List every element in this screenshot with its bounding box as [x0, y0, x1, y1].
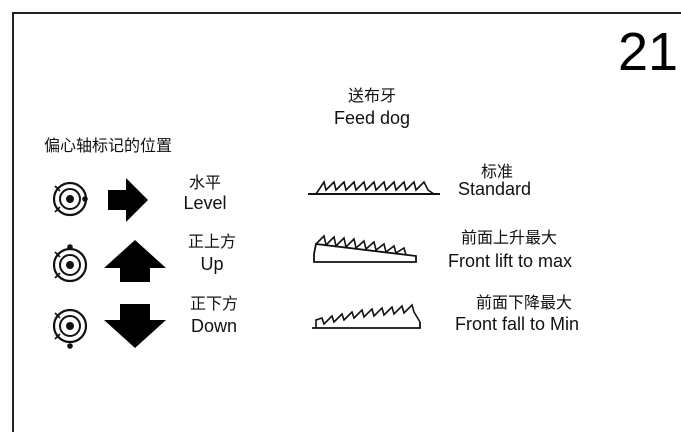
result-front-lift-en: Front lift to max [448, 251, 573, 271]
feed-dog-label-en: Feed dog [333, 108, 411, 128]
result-front-lift-zh: 前面上升最大 [460, 228, 558, 247]
eccentric-shaft-up-icon [52, 244, 88, 283]
feed-dog-front-fall-icon [312, 303, 421, 329]
position-level-en: Level [183, 193, 227, 213]
result-standard-en: Standard [458, 179, 532, 199]
frame-top-border [12, 12, 681, 14]
arrow-right-icon [108, 178, 148, 222]
feed-dog-standard-icon [308, 180, 440, 195]
eccentric-shaft-down-icon [52, 308, 88, 349]
position-down-zh: 正下方 [189, 294, 239, 313]
eccentric-mark-heading: 偏心轴标记的位置 [44, 136, 173, 155]
result-standard-zh: 标准 [480, 162, 514, 181]
position-level-zh: 水平 [188, 173, 222, 192]
frame-left-border [12, 12, 14, 432]
result-front-fall-en: Front fall to Min [455, 314, 580, 334]
feed-dog-label-zh: 送布牙 [347, 86, 397, 105]
result-front-fall-zh: 前面下降最大 [475, 293, 573, 312]
position-down-en: Down [190, 316, 238, 336]
position-up-en: Up [200, 254, 224, 274]
page-number: 21 [618, 22, 679, 82]
arrow-down-icon [104, 304, 166, 348]
position-up-zh: 正上方 [187, 232, 237, 251]
arrow-up-icon [104, 240, 166, 282]
feed-dog-front-lift-icon [313, 234, 417, 263]
eccentric-shaft-level-icon [52, 181, 88, 217]
